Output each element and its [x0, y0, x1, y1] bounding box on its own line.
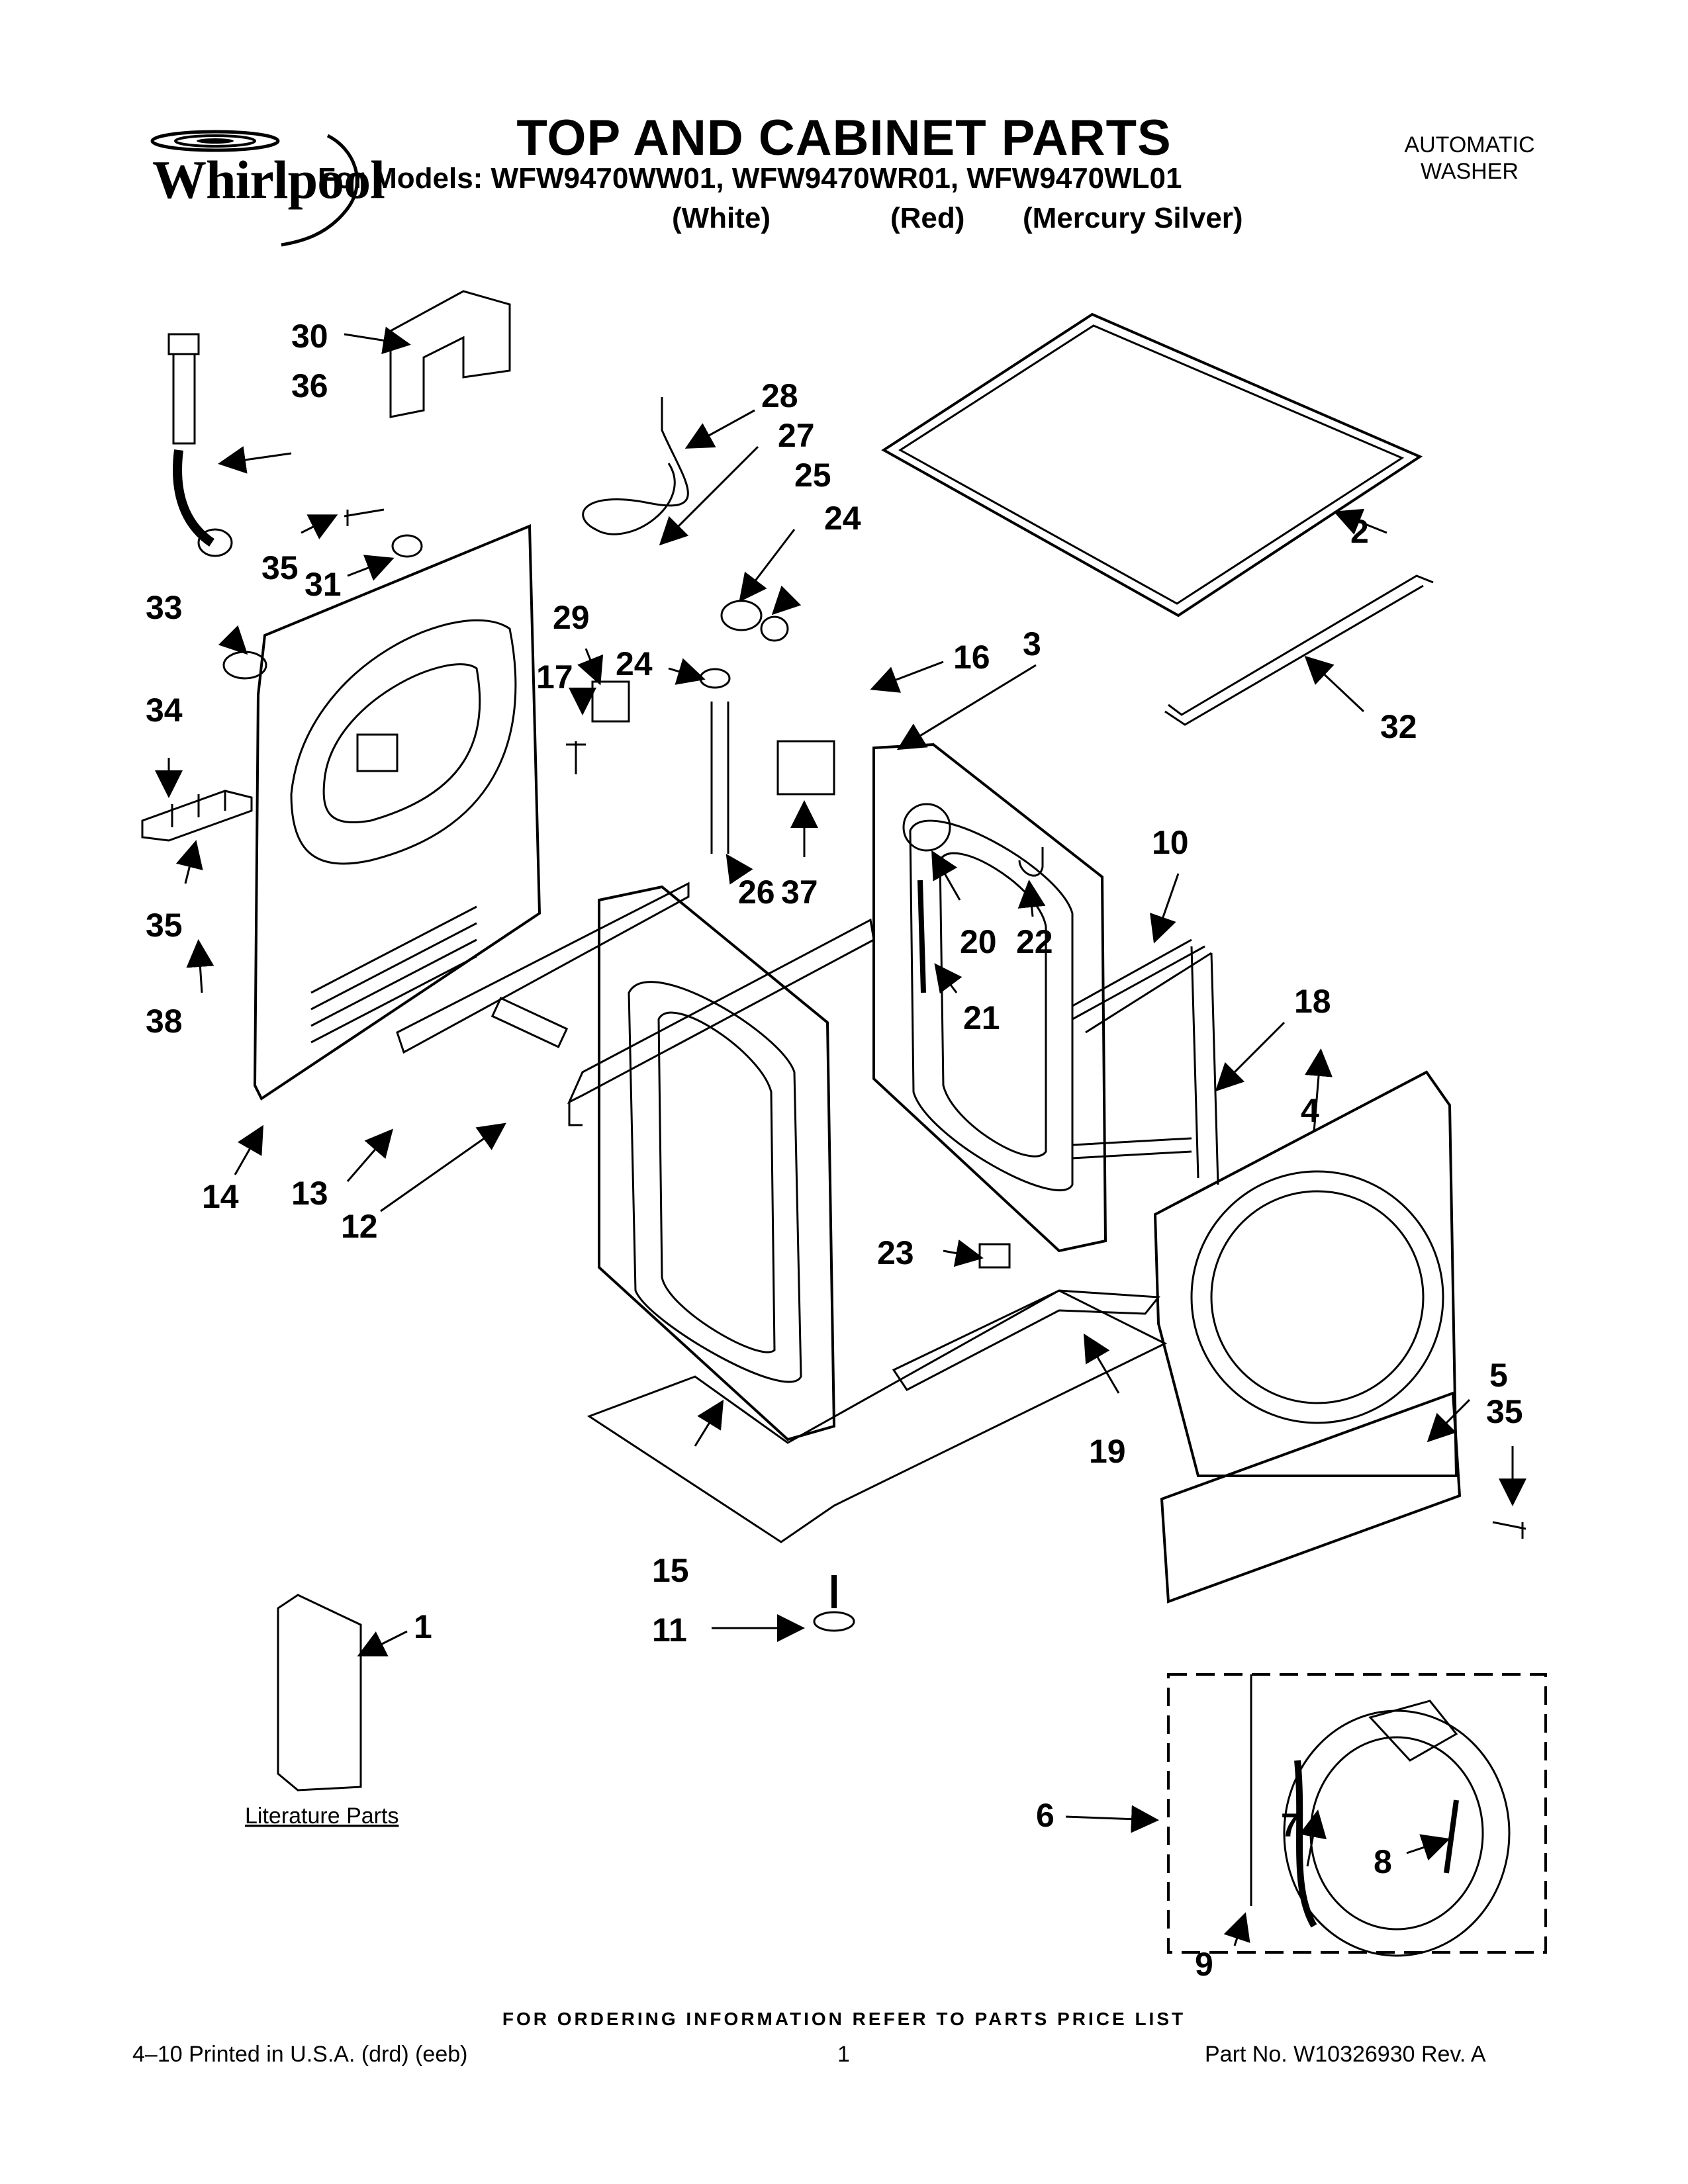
callout-35-top: 35 [261, 549, 299, 586]
print-info: 4–10 Printed in U.S.A. (drd) (eeb) [132, 2042, 468, 2067]
callout-32: 32 [1380, 708, 1417, 745]
callout-15: 15 [652, 1552, 689, 1589]
part-screw-35-front [1492, 1521, 1526, 1539]
callout-26: 26 [738, 874, 775, 911]
brand-wordmark: Whirlpool [152, 150, 385, 210]
part-console-bracket [567, 918, 875, 1126]
part-side-panel-left [598, 885, 836, 1441]
callout-4: 4 [1301, 1092, 1319, 1129]
callout-38: 38 [146, 1003, 183, 1040]
variant-white: (White) [672, 202, 771, 234]
callout-2: 2 [1350, 513, 1369, 550]
callout-22: 22 [1016, 923, 1053, 960]
part-wire-harness [1072, 938, 1219, 1185]
part-lower-harness [892, 1289, 1160, 1391]
part-front-panel [1153, 1070, 1458, 1477]
whirlpool-swirl-icon [150, 130, 359, 247]
part-number: Part No. W10326930 Rev. A [1205, 2042, 1486, 2067]
literature-parts-label: Literature Parts [245, 1803, 399, 1829]
ordering-note: FOR ORDERING INFORMATION REFER TO PARTS … [502, 2009, 1186, 2029]
callout-28: 28 [761, 377, 798, 414]
part-door-bellow [1250, 1674, 1511, 1957]
callout-5: 5 [1489, 1357, 1508, 1394]
appliance-type-line1: AUTOMATIC [1404, 132, 1535, 158]
callout-34: 34 [146, 692, 183, 729]
callout-16: 16 [953, 639, 990, 676]
callout-10: 10 [1152, 824, 1189, 861]
part-hose-clamp [391, 534, 423, 558]
callout-33: 33 [146, 589, 183, 626]
part-clamp [760, 615, 789, 642]
callout-24-lower: 24 [616, 645, 653, 682]
callout-35-left: 35 [146, 907, 183, 944]
callout-21: 21 [963, 999, 1000, 1036]
part-mount-block [591, 680, 630, 723]
callout-37: 37 [781, 874, 818, 911]
callout-35-front: 35 [1486, 1393, 1523, 1430]
part-drain-hose [710, 702, 729, 854]
callout-24-upper: 24 [824, 500, 861, 537]
part-pressure-switch [776, 740, 835, 796]
part-toe-panel [1160, 1391, 1462, 1604]
callout-11: 11 [652, 1612, 687, 1649]
callout-30: 30 [291, 318, 328, 355]
part-hose-guide [141, 790, 253, 842]
part-top-panel [881, 312, 1423, 617]
callout-36: 36 [291, 367, 328, 404]
part-hose-cover [389, 290, 511, 418]
callout-6: 6 [1036, 1797, 1055, 1834]
part-leveling-leg [813, 1575, 855, 1632]
variant-red: (Red) [890, 202, 965, 234]
callout-12: 12 [341, 1208, 378, 1245]
part-base [586, 1289, 1168, 1543]
callout-25: 25 [794, 457, 831, 494]
part-inlet-hose [167, 333, 233, 557]
part-clip-23 [978, 1243, 1011, 1269]
part-clamp-lower [699, 668, 731, 689]
callout-17: 17 [536, 659, 573, 696]
callout-8: 8 [1374, 1843, 1392, 1880]
page-title: TOP AND CABINET PARTS [516, 110, 1172, 166]
callout-27: 27 [778, 417, 815, 454]
callout-7: 7 [1281, 1807, 1299, 1844]
page-number: 1 [837, 2042, 850, 2067]
models-line: For Models: WFW9470WW01, WFW9470WR01, WF… [318, 162, 1182, 195]
appliance-type-line2: WASHER [1421, 159, 1519, 184]
part-rear-panel [253, 524, 541, 1101]
callout-20: 20 [960, 923, 997, 960]
callout-9: 9 [1195, 1946, 1213, 1983]
part-power-cord [582, 397, 689, 535]
callout-14: 14 [202, 1178, 239, 1215]
whirlpool-logo: Whirlpool [129, 122, 391, 248]
part-side-panel-right [872, 743, 1107, 1253]
callout-13: 13 [291, 1175, 328, 1212]
callout-3: 3 [1023, 625, 1041, 662]
callout-29: 29 [553, 599, 590, 636]
callout-19: 19 [1089, 1433, 1126, 1470]
callout-leaders [155, 326, 1526, 1946]
part-valve [720, 600, 763, 631]
variant-silver: (Mercury Silver) [1023, 202, 1243, 234]
callout-23: 23 [877, 1234, 914, 1271]
callout-18: 18 [1294, 983, 1331, 1020]
callout-1: 1 [414, 1608, 432, 1645]
part-heater-element [491, 997, 569, 1048]
detail-box-bellow [1167, 1673, 1547, 1954]
part-literature-book [277, 1594, 362, 1792]
part-screw-top [344, 508, 385, 526]
callout-31: 31 [305, 566, 342, 603]
part-rear-brace [396, 882, 690, 1054]
part-screw-17 [566, 741, 586, 774]
part-top-brace [1164, 574, 1434, 726]
